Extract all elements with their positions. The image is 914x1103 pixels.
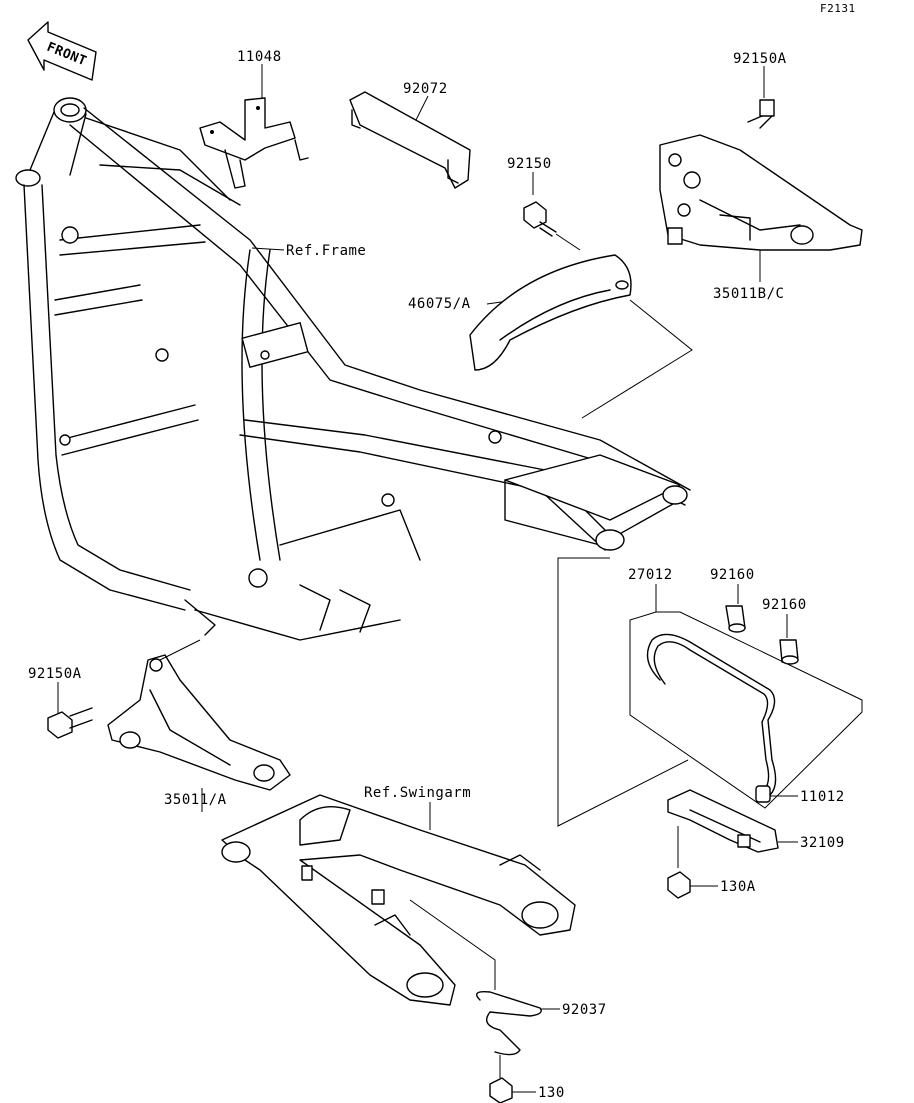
part-130A-label: 130A <box>720 879 756 895</box>
part-11012-label: 11012 <box>800 789 845 805</box>
bolt-130-drawing <box>489 1077 513 1103</box>
part-35011A-label: 35011/A <box>164 792 227 808</box>
part-92150-label: 92150 <box>507 156 552 172</box>
part-32109-label: 32109 <box>800 835 845 851</box>
bracket-35011BC-drawing <box>659 134 863 251</box>
bolt-130A-drawing <box>667 871 691 899</box>
cover-46075-drawing <box>469 254 632 371</box>
part-27012-label: 27012 <box>628 567 673 583</box>
collar-92160-a-drawing <box>725 605 746 633</box>
part-46075-label: 46075/A <box>408 296 471 312</box>
frame-drawing <box>15 97 691 641</box>
ref-swingarm-label: Ref.Swingarm <box>364 785 471 801</box>
bolt-92150A-top-drawing <box>747 99 775 129</box>
bolt-92150A-left-drawing <box>47 707 93 739</box>
strap-92072-drawing <box>349 91 471 189</box>
mount-32109-drawing <box>667 789 779 853</box>
part-92072-label: 92072 <box>403 81 448 97</box>
swingarm-drawing <box>221 794 576 1006</box>
cap-11012-drawing <box>755 785 771 803</box>
front-arrow-icon: FRONT <box>27 21 97 81</box>
part-92160-b-label: 92160 <box>762 597 807 613</box>
figure-code: F2131 <box>820 2 856 15</box>
part-92160-a-label: 92160 <box>710 567 755 583</box>
part-11048-label: 11048 <box>237 49 282 65</box>
ref-frame-label: Ref.Frame <box>286 243 366 259</box>
bracket-35011A-drawing <box>107 654 291 791</box>
clip-92037-drawing <box>476 990 542 1056</box>
bolt-92150-drawing <box>523 201 557 237</box>
part-130-label: 130 <box>538 1085 565 1101</box>
collar-92160-b-drawing <box>779 639 799 665</box>
part-92150A-top-label: 92150A <box>733 51 787 67</box>
harness-27012-drawing <box>646 633 777 796</box>
bracket-11048-drawing <box>199 97 309 189</box>
part-92150A-left-label: 92150A <box>28 666 82 682</box>
part-92037-label: 92037 <box>562 1002 607 1018</box>
part-35011BC-label: 35011B/C <box>713 286 784 302</box>
